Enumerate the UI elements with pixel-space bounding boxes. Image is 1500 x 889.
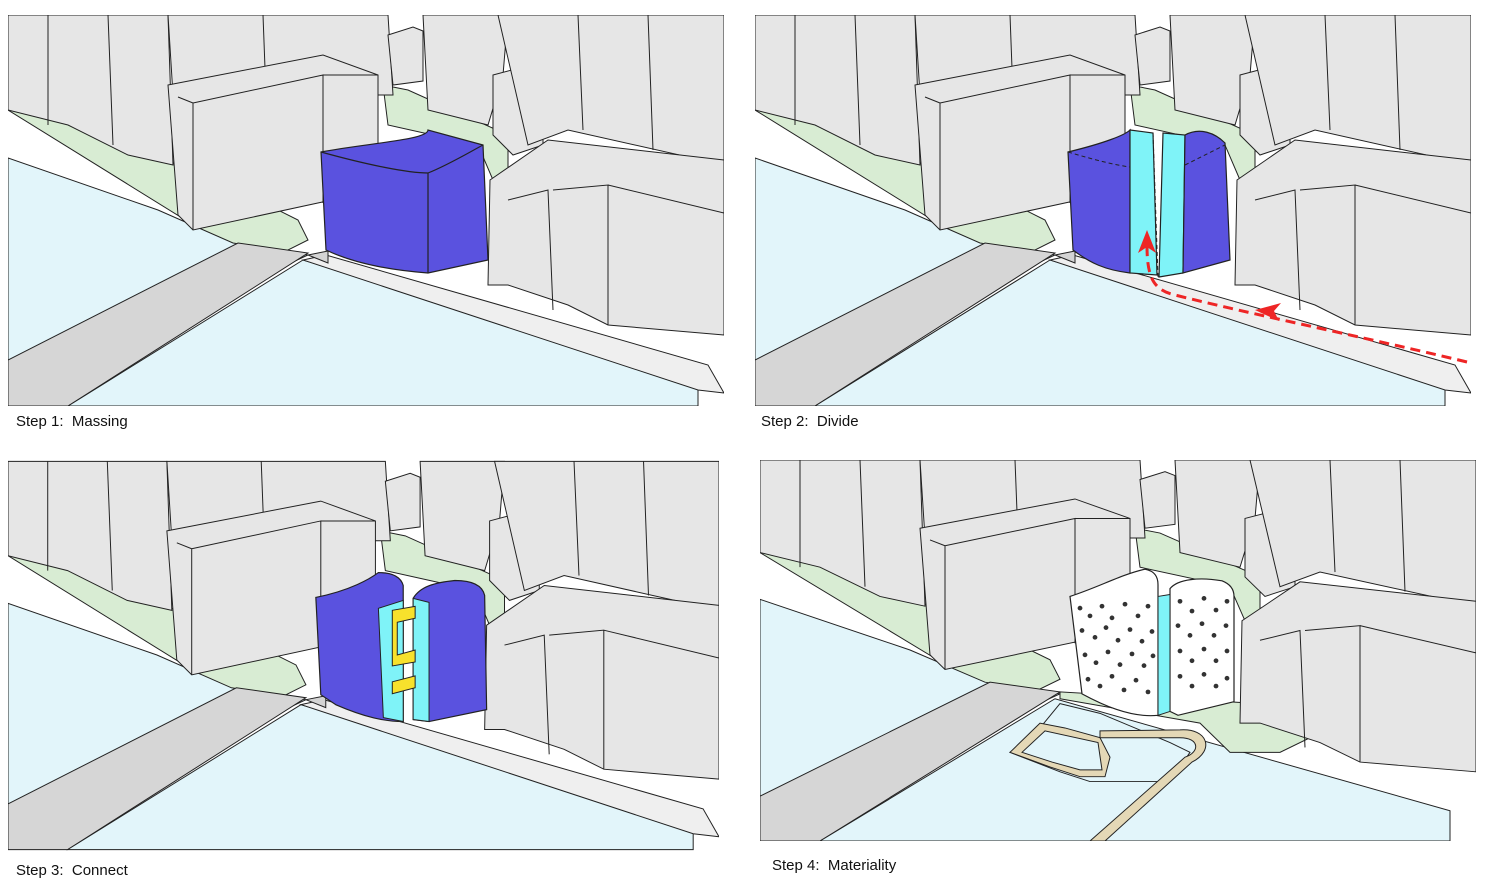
pedestrian-flow-arrow [1138,230,1468,364]
boardwalk [1009,703,1207,841]
step-3-drawing [8,460,719,851]
step-3-caption: Step 3: Connect [16,862,128,879]
context-buildings [755,15,1471,336]
step-4-caption: Step 4: Materiality [772,857,897,874]
step-4-panel [760,460,1476,841]
step-2-caption: Step 2: Divide [761,413,859,430]
context-buildings [8,460,719,780]
step-2-panel [755,15,1471,406]
step-3-panel [8,460,719,851]
connected-volumes [315,571,488,723]
step-1-drawing [8,15,724,406]
step-1-panel [8,15,724,406]
massing-volume [320,129,489,274]
step-1-caption: Step 1: Massing [16,413,128,430]
perforated-facade-volumes [1069,568,1235,717]
step-4-drawing [760,460,1476,841]
divided-volume [1067,128,1231,278]
step-2-drawing [755,15,1471,406]
